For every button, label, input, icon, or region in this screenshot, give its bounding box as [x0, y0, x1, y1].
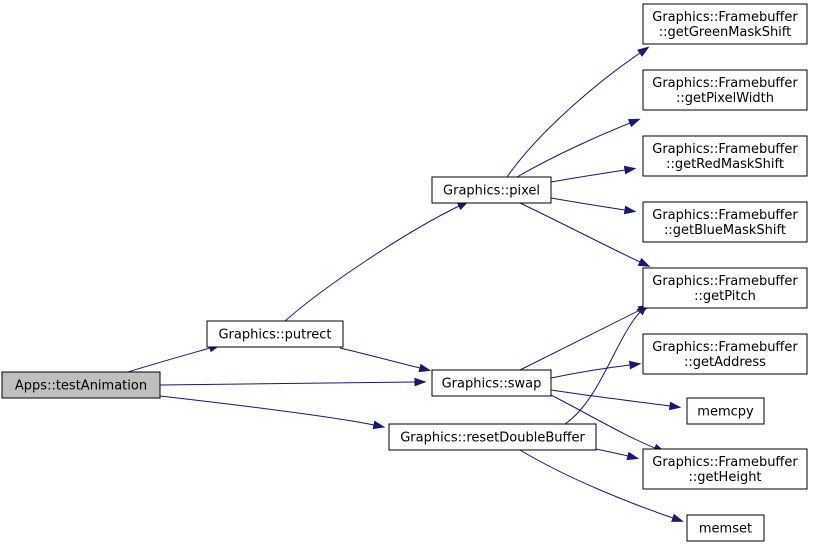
node-label: Apps::testAnimation [15, 379, 147, 394]
node-box [686, 514, 765, 542]
edge-line [550, 364, 631, 379]
edge-root-putrect [127, 343, 222, 373]
node-label: Graphics::Framebuffer [652, 455, 798, 470]
node-box [642, 69, 808, 111]
node-label: Graphics::Framebuffer [652, 274, 798, 289]
edge-line [284, 205, 460, 322]
arrowhead-icon [623, 205, 637, 215]
node-swap[interactable]: Graphics::swap [431, 369, 552, 397]
node-box [686, 397, 765, 425]
node-label: ::getAddress [684, 355, 766, 370]
node-width[interactable]: Graphics::Framebuffer::getPixelWidth [642, 69, 808, 111]
node-box [642, 135, 808, 177]
edge-putrect-swap [339, 347, 432, 373]
node-label: memset [699, 522, 752, 537]
edge-line [550, 169, 626, 183]
node-label: ::getPitch [694, 289, 756, 304]
edge-swap-address [550, 360, 642, 379]
edge-line [519, 449, 674, 519]
edge-reset-memset [519, 449, 684, 522]
arrowhead-icon [372, 420, 386, 430]
edge-pixel-green [506, 46, 650, 178]
edge-line [159, 381, 416, 386]
node-box [1, 371, 161, 399]
arrowhead-icon [418, 363, 432, 373]
node-label: ::getRedMaskShift [666, 157, 784, 172]
arrowhead-icon [623, 165, 637, 175]
edge-line [519, 309, 641, 371]
edge-pixel-blue [550, 197, 637, 215]
node-box [642, 201, 808, 243]
node-label: Graphics::swap [442, 377, 542, 392]
node-putrect[interactable]: Graphics::putrect [206, 320, 344, 348]
node-memcpy[interactable]: memcpy [686, 397, 765, 425]
edge-line [550, 389, 671, 407]
arrowhead-icon [671, 513, 684, 522]
node-label: Graphics::Framebuffer [652, 76, 798, 91]
edge-putrect-pixel [284, 200, 470, 322]
edge-pixel-pitch [519, 202, 651, 267]
edge-line [595, 448, 629, 457]
arrowhead-icon [668, 401, 682, 411]
edge-root-swap [159, 377, 427, 387]
edge-swap-memcpy [550, 389, 682, 411]
node-red[interactable]: Graphics::Framebuffer::getRedMaskShift [642, 135, 808, 177]
edge-line [159, 395, 375, 426]
node-label: Graphics::resetDoubleBuffer [400, 431, 585, 446]
arrowhead-icon [626, 451, 640, 461]
node-label: Graphics::putrect [218, 328, 331, 343]
node-box [388, 423, 597, 451]
arrowhead-icon [414, 377, 427, 387]
node-label: ::getHeight [688, 470, 761, 485]
node-box [431, 176, 552, 204]
node-label: Graphics::Framebuffer [652, 142, 798, 157]
node-label: Graphics::Framebuffer [652, 10, 798, 25]
node-box [431, 369, 552, 397]
arrowhead-icon [628, 360, 642, 370]
node-label: Graphics::pixel [443, 184, 540, 199]
node-pitch[interactable]: Graphics::Framebuffer::getPitch [642, 267, 808, 309]
arrowhead-icon [627, 118, 641, 128]
node-box [642, 448, 808, 490]
node-label: ::getPixelWidth [676, 91, 774, 106]
edge-line [550, 394, 656, 449]
node-label: ::getGreenMaskShift [659, 25, 792, 40]
node-height[interactable]: Graphics::Framebuffer::getHeight [642, 448, 808, 490]
node-blue[interactable]: Graphics::Framebuffer::getBlueMaskShift [642, 201, 808, 243]
edge-swap-pitch [519, 304, 651, 371]
node-reset[interactable]: Graphics::resetDoubleBuffer [388, 423, 597, 451]
node-memset[interactable]: memset [686, 514, 765, 542]
edge-line [519, 202, 641, 263]
node-label: memcpy [697, 405, 754, 420]
node-label: Graphics::Framebuffer [652, 208, 798, 223]
node-label: Graphics::Framebuffer [652, 340, 798, 355]
arrowhead-icon [637, 46, 650, 57]
node-box [206, 320, 344, 348]
arrowhead-icon [637, 257, 651, 267]
call-graph-nodes: Apps::testAnimationGraphics::putrectGrap… [1, 3, 808, 542]
node-box [642, 333, 808, 375]
edge-line [564, 311, 641, 425]
edge-line [506, 52, 641, 178]
node-address[interactable]: Graphics::Framebuffer::getAddress [642, 333, 808, 375]
node-box [642, 267, 808, 309]
node-label: ::getBlueMaskShift [664, 223, 786, 238]
edge-line [516, 122, 631, 178]
edge-reset-height [595, 448, 640, 461]
edge-pixel-red [550, 165, 637, 183]
edge-line [127, 347, 211, 373]
edge-line [550, 197, 626, 211]
node-root[interactable]: Apps::testAnimation [1, 371, 161, 399]
node-box [642, 3, 808, 45]
node-green[interactable]: Graphics::Framebuffer::getGreenMaskShift [642, 3, 808, 45]
edge-pixel-width [516, 118, 641, 178]
edge-root-reset [159, 395, 386, 430]
node-pixel[interactable]: Graphics::pixel [431, 176, 552, 204]
edge-line [339, 347, 421, 369]
